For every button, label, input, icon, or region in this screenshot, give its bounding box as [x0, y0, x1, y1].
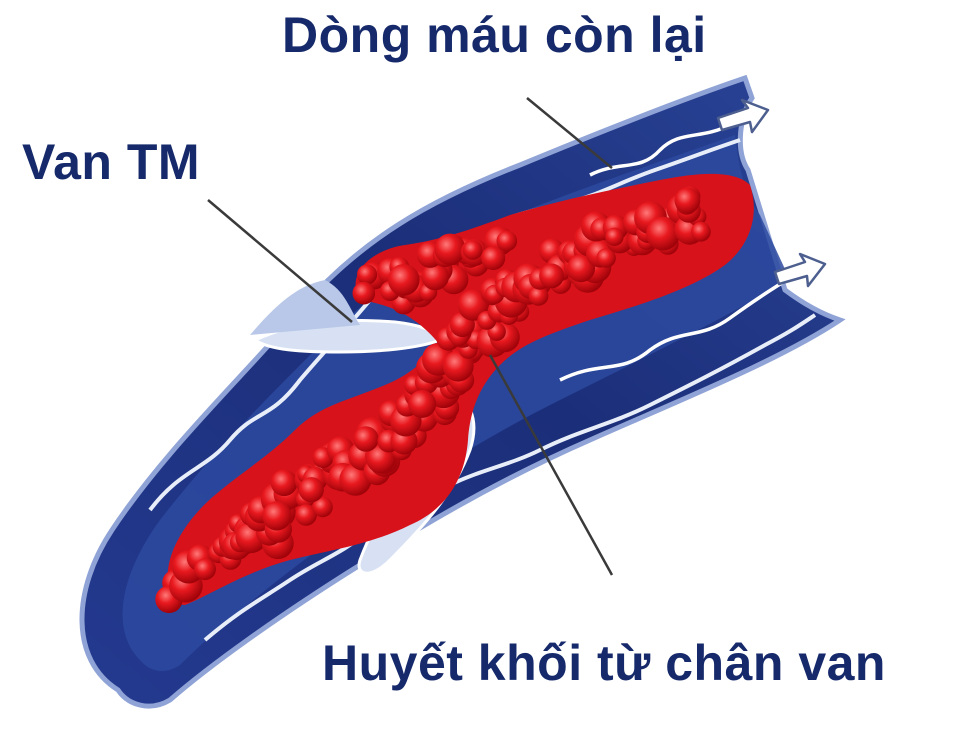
- clot-globule: [408, 390, 436, 418]
- clot-globule: [194, 558, 216, 580]
- leader-line-valve: [208, 200, 352, 322]
- clot-globule: [497, 231, 518, 252]
- clot-globule: [388, 264, 420, 296]
- clot-globule: [605, 228, 623, 246]
- clot-globule: [357, 264, 377, 284]
- clot-globule: [691, 222, 711, 242]
- label-venous-valve: Van TM: [22, 133, 200, 191]
- outline-arrow-icon: [775, 254, 825, 286]
- clot-globule: [353, 282, 376, 305]
- clot-globule: [539, 264, 564, 289]
- clot-globule: [353, 426, 378, 451]
- clot-globule: [435, 234, 466, 265]
- clot-globule: [262, 501, 291, 530]
- clot-globule: [463, 240, 483, 260]
- label-remaining-flow: Dòng máu còn lại: [282, 6, 707, 64]
- label-thrombus: Huyết khối từ chân van: [322, 634, 886, 692]
- clot-globule: [299, 477, 324, 502]
- clot-globule: [675, 188, 701, 214]
- clot-globule: [271, 470, 298, 497]
